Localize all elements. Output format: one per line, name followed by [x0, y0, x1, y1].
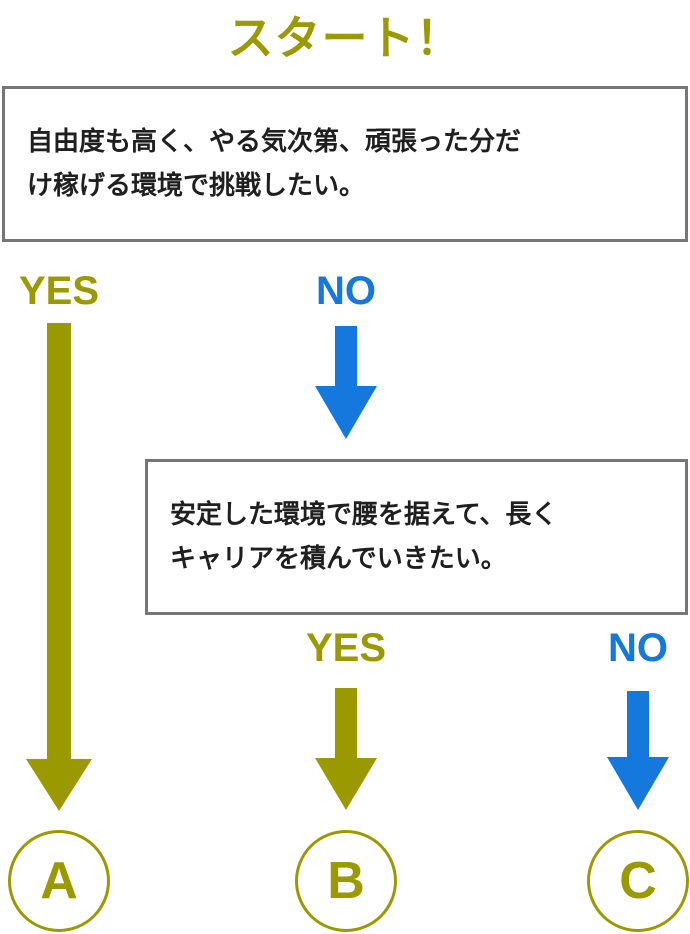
- question-1-box: 自由度も高く、やる気次第、頑張った分だ け稼げる環境で挑戦したい。: [2, 86, 688, 242]
- question-2-line-1: 安定した環境で腰を据えて、長く: [170, 500, 558, 530]
- question-1-line-2: け稼げる環境で挑戦したい。: [27, 171, 366, 201]
- q1-yes-label: YES: [18, 269, 100, 313]
- question-2-text: 安定した環境で腰を据えて、長く キャリアを積んでいきたい。: [170, 493, 557, 581]
- q1-yes-arrow: [26, 323, 92, 811]
- q1-no-label: NO: [316, 269, 376, 313]
- q2-yes-arrow: [315, 688, 377, 810]
- question-1-text: 自由度も高く、やる気次第、頑張った分だ け稼げる環境で挑戦したい。: [27, 120, 521, 208]
- question-1-line-1: 自由度も高く、やる気次第、頑張った分だ: [27, 127, 522, 157]
- q2-no-arrow: [607, 691, 669, 810]
- q1-no-arrow: [315, 326, 377, 439]
- q2-yes-label: YES: [305, 626, 387, 670]
- question-2-box: 安定した環境で腰を据えて、長く キャリアを積んでいきたい。: [145, 459, 688, 615]
- result-c-circle: C: [587, 830, 689, 932]
- result-a-circle: A: [8, 830, 110, 932]
- q2-no-label: NO: [608, 626, 668, 670]
- result-b-circle: B: [295, 830, 397, 932]
- question-2-line-2: キャリアを積んでいきたい。: [170, 544, 507, 574]
- start-title: スタート！: [227, 11, 463, 65]
